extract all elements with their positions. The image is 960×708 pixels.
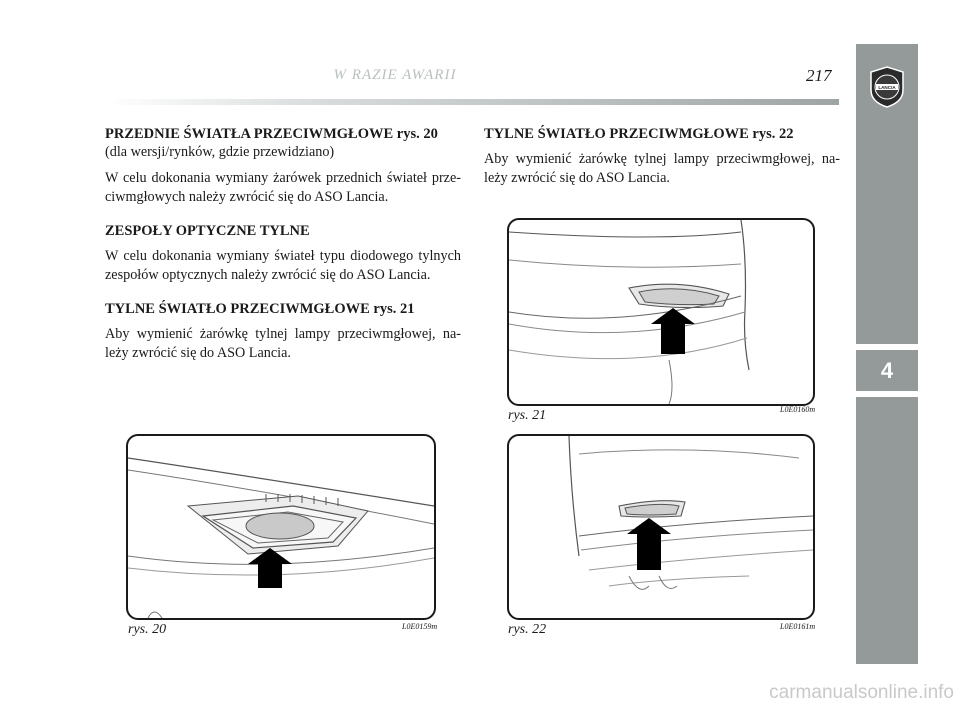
section-heading-rear-fog-light-21: TYLNE ŚWIATŁO PRZECIWMGŁOWE rys. 21 [105, 301, 415, 317]
chapter-tab[interactable]: 4 [856, 350, 918, 391]
section-body: Aby wymienić żarówkę tylnej lampy przeci… [484, 151, 840, 186]
rear-fog-light-22-illustration [568, 436, 813, 590]
section-subheading: (dla wersji/rynków, gdzie przewidziano) [105, 144, 335, 160]
lancia-logo-icon: LANCIA [870, 66, 904, 108]
section-heading-rear-optical-units: ZESPOŁY OPTYCZNE TYLNE [105, 223, 310, 239]
figure-rear-fog-light-22 [507, 434, 815, 620]
watermark: carmanualsonline.info [769, 682, 954, 703]
figure-front-fog-light [126, 434, 436, 620]
right-column: TYLNE ŚWIATŁO PRZECIWMGŁOWE rys. 22 Aby … [484, 125, 840, 188]
section-body: W celu dokonania wymiany żarówek przedni… [105, 170, 461, 205]
page-number: 217 [806, 66, 832, 85]
arrow-indicator-icon [248, 548, 292, 588]
left-column: PRZEDNIE ŚWIATŁA PRZECIWMGŁOWE rys. 20 (… [105, 125, 461, 363]
logo-box: LANCIA [856, 44, 918, 136]
figure-caption: rys. 21 [508, 408, 547, 423]
section-body: W celu dokonania wymiany świateł typu di… [105, 248, 461, 283]
sidebar-gap [856, 391, 918, 397]
sidebar: LANCIA 4 [856, 44, 918, 664]
logo-text: LANCIA [878, 85, 896, 90]
arrow-indicator-icon [651, 308, 695, 354]
header-rule [105, 99, 839, 105]
figure-code: L0E0161m [780, 622, 816, 631]
section-body: Aby wymienić żarówkę tylnej lampy przeci… [105, 326, 461, 361]
page-header-title: W RAZIE AWARII [333, 67, 457, 83]
figure-code: L0E0159m [402, 622, 438, 631]
figure-rear-fog-light-21 [507, 218, 815, 406]
section-heading-front-fog-lights: PRZEDNIE ŚWIATŁA PRZECIWMGŁOWE rys. 20 [105, 126, 438, 142]
section-heading-rear-fog-light-22: TYLNE ŚWIATŁO PRZECIWMGŁOWE rys. 22 [484, 126, 794, 142]
front-fog-light-illustration [128, 457, 434, 618]
sidebar-gap [856, 344, 918, 350]
rear-fog-light-21-illustration [509, 220, 750, 404]
figure-caption: rys. 22 [508, 622, 547, 637]
arrow-indicator-icon [627, 518, 671, 570]
figure-code: L0E0160m [780, 405, 816, 414]
figure-caption: rys. 20 [128, 622, 167, 637]
